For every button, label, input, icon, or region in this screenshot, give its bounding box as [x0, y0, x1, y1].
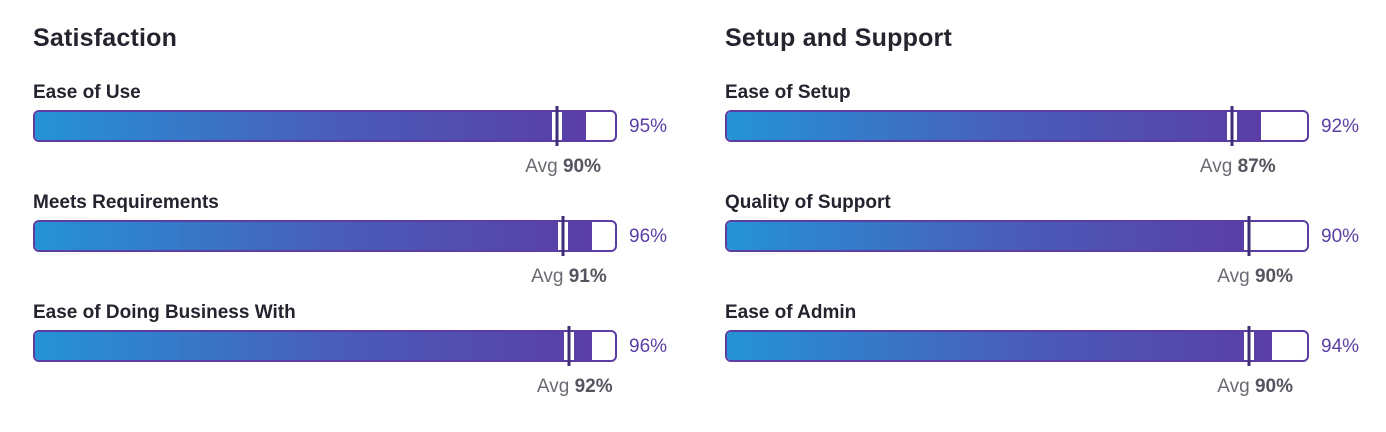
score-bar	[35, 332, 592, 360]
metric-row: Meets Requirements 96% Avg 91%	[33, 192, 693, 292]
avg-label: Avg 91%	[531, 266, 607, 288]
metric-row: Ease of Use 95% Avg 90%	[33, 82, 693, 182]
avg-prefix: Avg	[525, 156, 558, 177]
avg-marker	[567, 326, 571, 366]
metric-row: Ease of Setup 92% Avg 87%	[725, 82, 1385, 182]
avg-label: Avg 87%	[1200, 156, 1276, 178]
avg-prefix: Avg	[1217, 266, 1250, 287]
score-track	[725, 106, 1309, 146]
score-label: 92%	[1321, 116, 1360, 137]
score-label: 96%	[629, 226, 668, 247]
avg-label: Avg 90%	[1217, 376, 1293, 398]
avg-label: Avg 92%	[537, 376, 613, 398]
metric-label: Ease of Admin	[725, 302, 857, 323]
avg-prefix: Avg	[531, 266, 564, 287]
section-title-satisfaction: Satisfaction	[33, 24, 178, 52]
score-track	[33, 326, 617, 366]
score-bar	[35, 112, 586, 140]
metric-row: Ease of Doing Business With 96% Avg 92%	[33, 302, 693, 402]
score-track	[725, 216, 1309, 256]
metric-label: Ease of Setup	[725, 82, 851, 103]
avg-value: 90%	[562, 156, 601, 177]
metric-label: Meets Requirements	[33, 192, 219, 213]
score-track	[725, 326, 1309, 366]
avg-marker	[1230, 106, 1234, 146]
setup-support-panel: Setup and Support Ease of Setup 92% Avg 87…	[725, 0, 1385, 432]
avg-value: 87%	[1237, 156, 1276, 177]
avg-marker	[1247, 326, 1251, 366]
avg-prefix: Avg	[536, 376, 570, 397]
avg-label: Avg 90%	[525, 156, 601, 178]
satisfaction-panel: Satisfaction Ease of Use 95% Avg 90% Meets …	[33, 0, 693, 432]
score-bar	[727, 332, 1273, 360]
score-bar	[35, 222, 592, 250]
score-label: 96%	[629, 336, 668, 357]
avg-prefix: Avg	[1199, 156, 1233, 177]
score-label: 95%	[629, 116, 668, 137]
avg-value: 90%	[1254, 266, 1293, 287]
score-label: 90%	[1321, 226, 1360, 247]
score-label: 94%	[1321, 336, 1360, 357]
avg-value: 92%	[574, 376, 613, 397]
avg-prefix: Avg	[1217, 376, 1250, 397]
metric-label: Quality of Support	[725, 192, 891, 213]
metric-label: Ease of Doing Business With	[33, 302, 296, 323]
score-track	[33, 216, 617, 256]
metric-label: Ease of Use	[33, 82, 141, 103]
score-track	[33, 106, 617, 146]
score-bar	[727, 222, 1249, 250]
metric-row: Ease of Admin 94% Avg 90%	[725, 302, 1385, 402]
avg-marker	[555, 106, 559, 146]
avg-marker	[561, 216, 565, 256]
avg-marker	[1247, 216, 1251, 256]
avg-value: 90%	[1254, 376, 1293, 397]
avg-label: Avg 90%	[1217, 266, 1293, 288]
score-bar	[727, 112, 1261, 140]
section-title-setup-support: Setup and Support	[725, 24, 952, 52]
avg-value: 91%	[568, 266, 607, 287]
